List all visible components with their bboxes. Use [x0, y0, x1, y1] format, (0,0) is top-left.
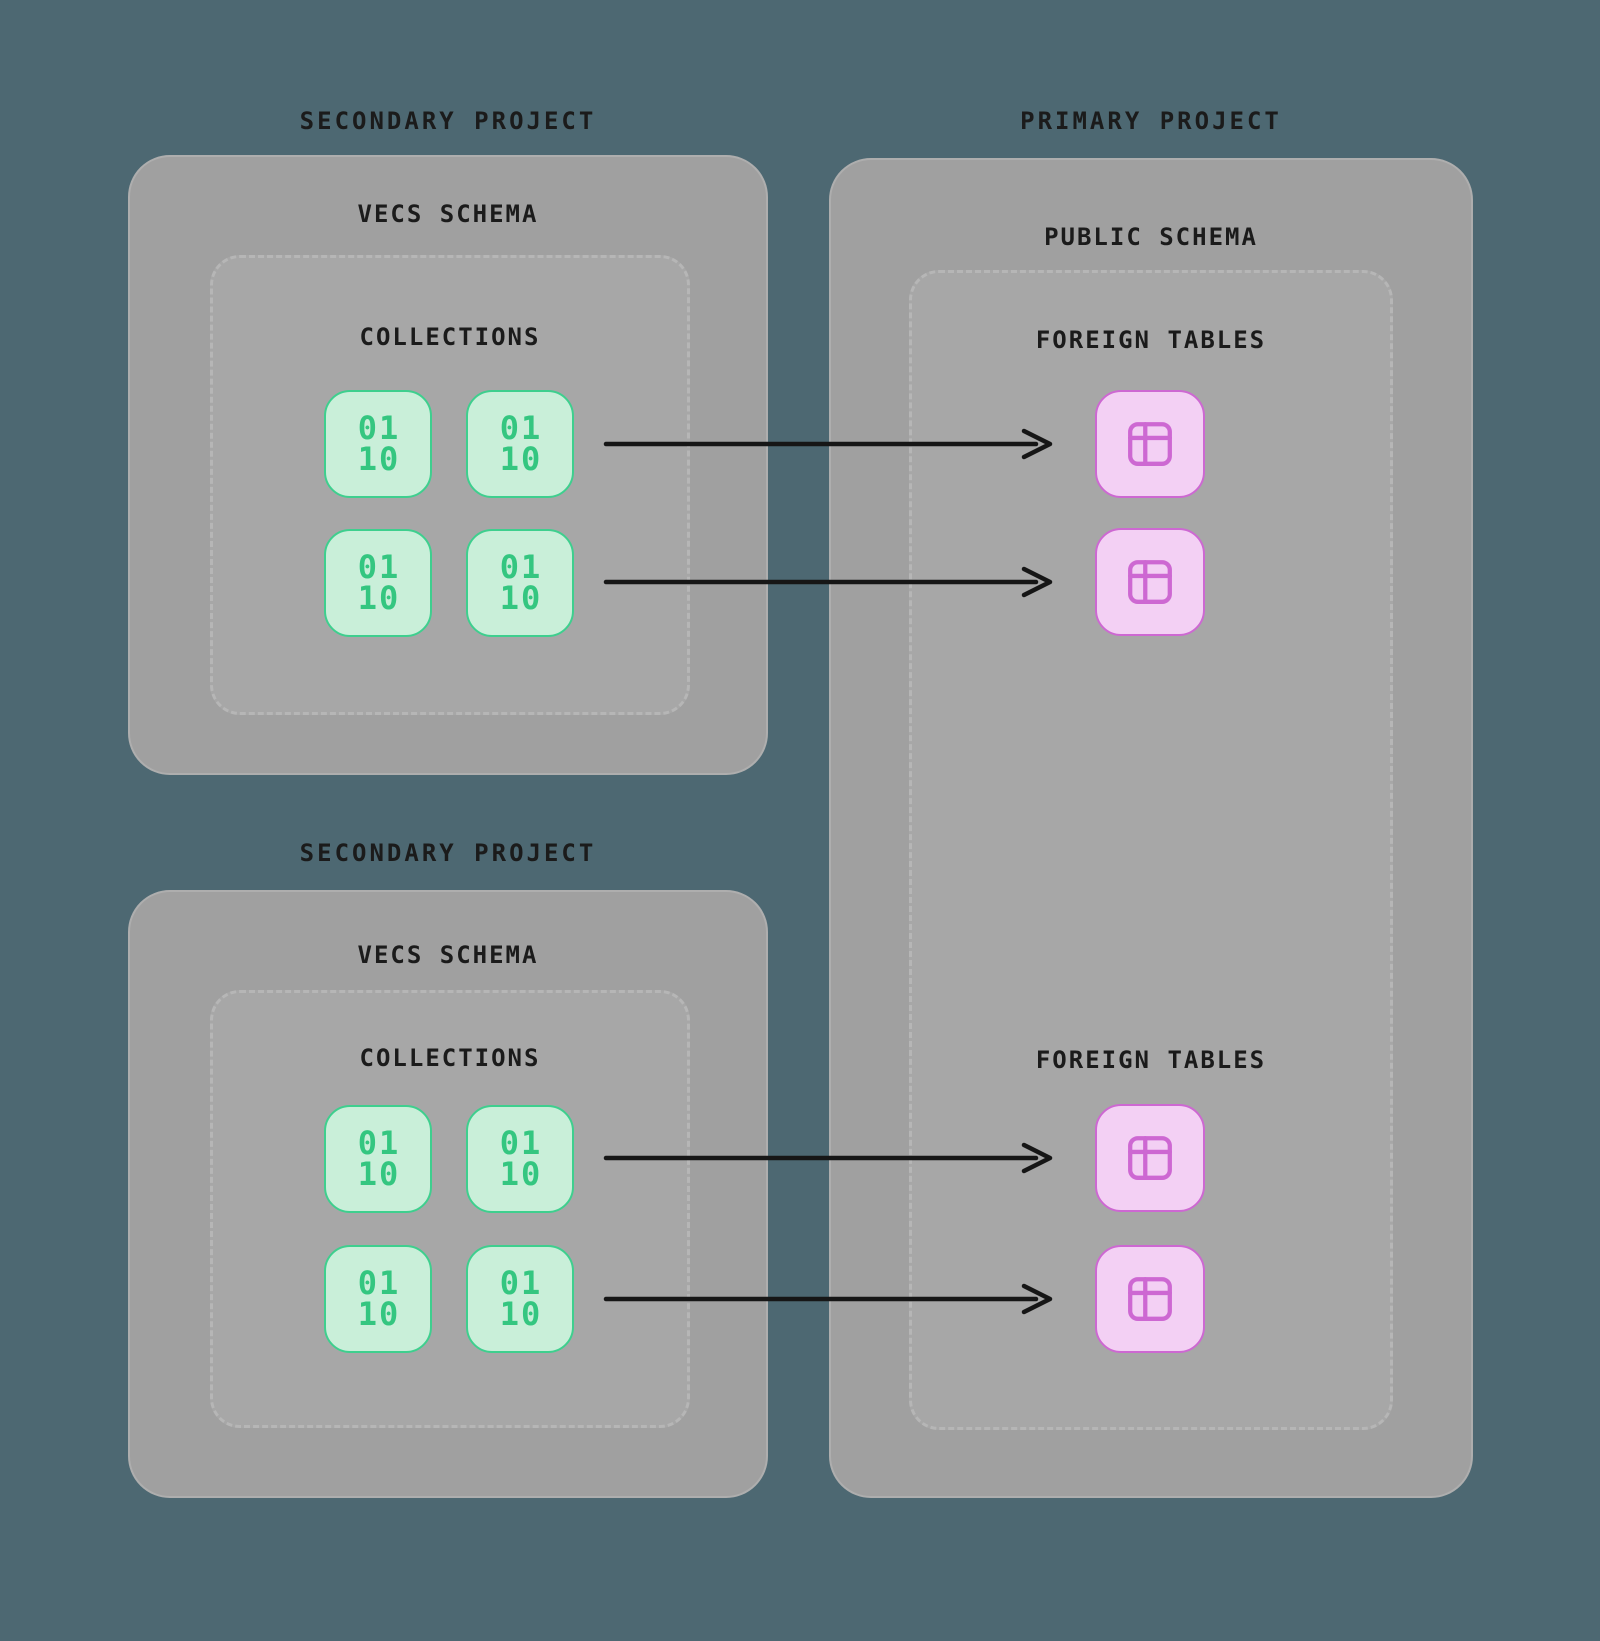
public-schema-label: PUBLIC SCHEMA — [1044, 223, 1258, 251]
foreign-tables-label-top: FOREIGN TABLES — [1035, 326, 1267, 354]
right-arrow-connector — [603, 566, 1053, 598]
right-arrow-connector — [603, 1283, 1053, 1315]
vecs-schema-label: VECS SCHEMA — [357, 941, 539, 969]
collection-binary-icon: 01 10 — [324, 390, 432, 498]
binary-line-2: 10 — [357, 440, 401, 478]
foreign-table-card — [1095, 528, 1205, 636]
collection-binary-icon: 01 10 — [466, 1245, 574, 1353]
secondary-project-title-bottom: SECONDARY PROJECT — [299, 839, 597, 867]
collection-binary-icon: 01 10 — [466, 1105, 574, 1213]
collections-label: COLLECTIONS — [359, 1044, 541, 1072]
collection-binary-icon: 01 10 — [466, 390, 574, 498]
binary-line-2: 10 — [357, 579, 401, 617]
collection-binary-icon: 01 10 — [324, 1245, 432, 1353]
right-arrow-connector — [603, 428, 1053, 460]
foreign-tables-label-bottom: FOREIGN TABLES — [1035, 1046, 1267, 1074]
foreign-table-card — [1095, 1104, 1205, 1212]
secondary-project-title-top: SECONDARY PROJECT — [299, 107, 597, 135]
secondary-project-panel-top: VECS SCHEMA COLLECTIONS 01 10 01 10 01 1… — [128, 155, 768, 775]
collection-binary-icon: 01 10 — [324, 529, 432, 637]
table-grid-icon — [1128, 1136, 1172, 1180]
binary-line-2: 10 — [357, 1155, 401, 1193]
right-arrow-connector — [603, 1142, 1053, 1174]
collections-container-top: COLLECTIONS 01 10 01 10 01 10 01 10 — [210, 255, 690, 715]
foreign-table-card — [1095, 390, 1205, 498]
binary-line-2: 10 — [499, 440, 543, 478]
binary-line-1: 01 — [357, 409, 401, 447]
binary-line-2: 10 — [357, 1295, 401, 1333]
collection-binary-icon: 01 10 — [324, 1105, 432, 1213]
secondary-project-panel-bottom: VECS SCHEMA COLLECTIONS 01 10 01 10 01 1… — [128, 890, 768, 1498]
collections-label: COLLECTIONS — [359, 323, 541, 351]
table-grid-icon — [1128, 1277, 1172, 1321]
binary-line-1: 01 — [499, 409, 543, 447]
collection-binary-icon: 01 10 — [466, 529, 574, 637]
binary-line-1: 01 — [357, 1264, 401, 1302]
table-grid-icon — [1128, 422, 1172, 466]
binary-line-1: 01 — [499, 548, 543, 586]
binary-line-1: 01 — [499, 1264, 543, 1302]
binary-line-1: 01 — [499, 1124, 543, 1162]
binary-line-2: 10 — [499, 1295, 543, 1333]
foreign-tables-container: FOREIGN TABLES FOREIGN TABLES — [909, 270, 1393, 1430]
foreign-table-card — [1095, 1245, 1205, 1353]
table-grid-icon — [1128, 560, 1172, 604]
primary-project-title: PRIMARY PROJECT — [1020, 107, 1282, 135]
binary-line-2: 10 — [499, 579, 543, 617]
binary-line-1: 01 — [357, 1124, 401, 1162]
primary-project-panel: PUBLIC SCHEMA FOREIGN TABLES FOREIGN TAB… — [829, 158, 1473, 1498]
binary-line-1: 01 — [357, 548, 401, 586]
vecs-schema-label: VECS SCHEMA — [357, 200, 539, 228]
binary-line-2: 10 — [499, 1155, 543, 1193]
collections-container-bottom: COLLECTIONS 01 10 01 10 01 10 01 10 — [210, 990, 690, 1428]
